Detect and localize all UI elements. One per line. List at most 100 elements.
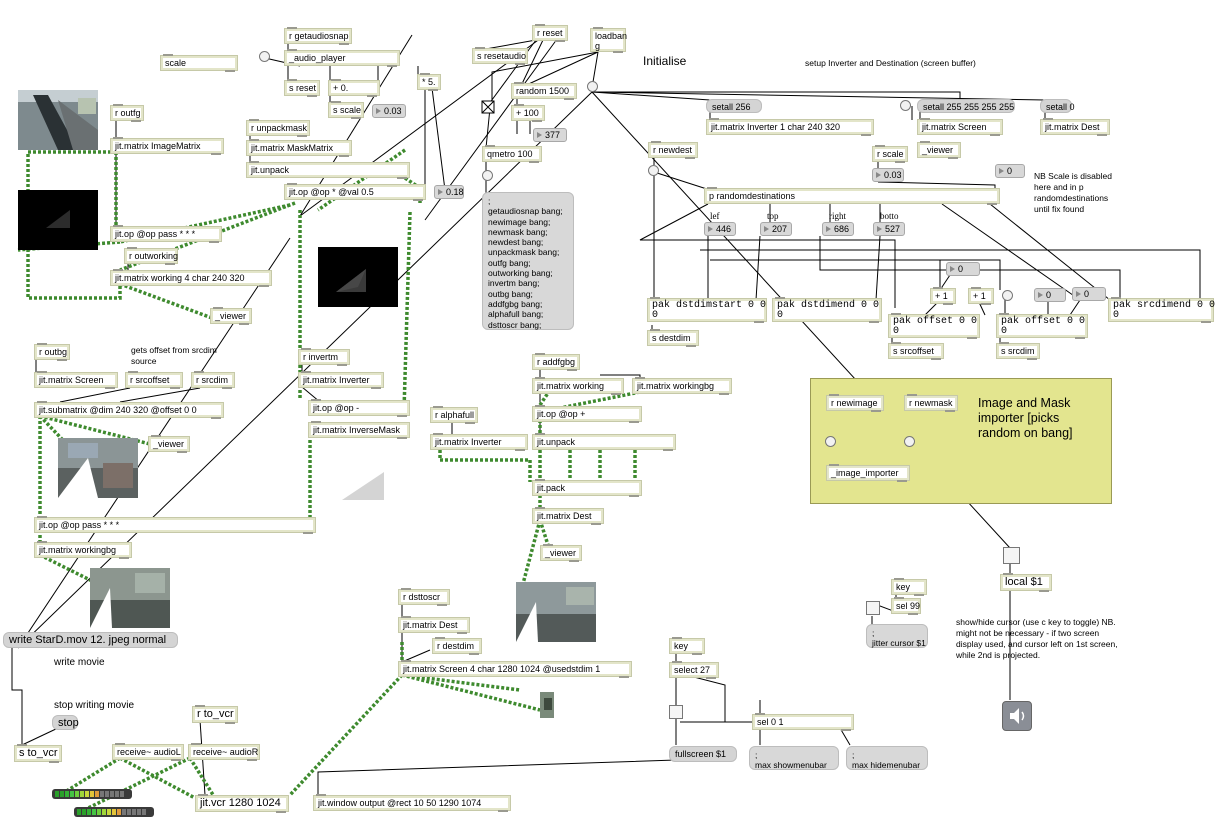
jit-matrix-screen-init[interactable]: jit.matrix Screen bbox=[917, 118, 1003, 136]
jit-matrix-dest-init[interactable]: jit.matrix Dest bbox=[1040, 118, 1110, 136]
metro-interval-number[interactable]: 377 bbox=[533, 128, 567, 142]
p-randomdestinations[interactable]: p randomdestinations bbox=[704, 187, 1000, 205]
jit-unpack-add[interactable]: jit.unpack bbox=[532, 433, 676, 451]
key-object-fullscreen[interactable]: key bbox=[669, 637, 705, 655]
init-bang-list-message[interactable]: ; getaudiosnap bang; newimage bang; newm… bbox=[482, 192, 574, 330]
jit-matrix-imagematrix[interactable]: jit.matrix ImageMatrix bbox=[110, 137, 224, 155]
r-alphafull-object[interactable]: r alphafull bbox=[430, 406, 478, 424]
jit-op-add[interactable]: jit.op @op + bbox=[532, 405, 642, 423]
fullscreen-message[interactable]: fullscreen $1 bbox=[669, 746, 737, 762]
r-srcdim-object[interactable]: r srcdim bbox=[191, 371, 235, 389]
audio-scale-number[interactable]: 0.03 bbox=[372, 104, 406, 118]
local-object[interactable]: local $1 bbox=[1000, 573, 1052, 592]
jit-matrix-workingbg-left[interactable]: jit.matrix workingbg bbox=[34, 541, 132, 559]
random-object[interactable]: random 1500 bbox=[511, 82, 577, 100]
audio-player-object[interactable]: _audio_player bbox=[284, 49, 400, 67]
screen-init-bang[interactable] bbox=[900, 100, 911, 111]
jit-matrix-screen-output[interactable]: jit.matrix Screen 4 char 1280 1024 @used… bbox=[398, 660, 632, 678]
bottom-number[interactable]: 527 bbox=[873, 222, 905, 236]
r-destdim-object[interactable]: r destdim bbox=[432, 637, 482, 655]
jit-matrix-working-add[interactable]: jit.matrix working bbox=[532, 377, 624, 395]
r-newmask-object[interactable]: r newmask bbox=[904, 394, 958, 412]
r-srcoffset-object[interactable]: r srcoffset bbox=[125, 371, 183, 389]
r-to-vcr-object[interactable]: r to_vcr bbox=[192, 705, 238, 724]
top-number[interactable]: 207 bbox=[760, 222, 792, 236]
disabled-scale-number[interactable]: 0 bbox=[995, 164, 1025, 178]
mask-val-number[interactable]: 0.18 bbox=[434, 185, 464, 199]
viewer-dest[interactable]: _viewer bbox=[540, 544, 582, 562]
cursor-toggle[interactable] bbox=[866, 601, 880, 615]
r-newdest-object[interactable]: r newdest bbox=[648, 141, 698, 159]
r-outfg-object[interactable]: r outfg bbox=[110, 104, 144, 122]
right-number[interactable]: 686 bbox=[822, 222, 854, 236]
jit-op-pass-foreground[interactable]: jit.op @op pass * * * bbox=[110, 225, 222, 243]
s-destdim-object[interactable]: s destdim bbox=[647, 329, 699, 347]
r-getaudiosnap-object[interactable]: r getaudiosnap bbox=[284, 27, 352, 45]
r-invertm-object[interactable]: r invertm bbox=[298, 348, 350, 366]
plus-one-a[interactable]: + 1 bbox=[930, 287, 956, 305]
plus-one-b[interactable]: + 1 bbox=[968, 287, 994, 305]
newmask-bang[interactable] bbox=[904, 436, 915, 447]
r-outbg-object[interactable]: r outbg bbox=[34, 343, 70, 361]
jit-matrix-workingbg-add[interactable]: jit.matrix workingbg bbox=[632, 377, 732, 395]
jitter-cursor-message[interactable]: ; jitter cursor $1 bbox=[866, 624, 928, 648]
newdest-bang[interactable] bbox=[648, 165, 659, 176]
qmetro-object[interactable]: qmetro 100 bbox=[482, 145, 542, 163]
receive-audio-left[interactable]: receive~ audioL bbox=[112, 743, 184, 761]
sel-99-object[interactable]: sel 99 bbox=[891, 597, 921, 615]
srcoffset-y-number[interactable]: 0 bbox=[1072, 287, 1106, 301]
newimage-bang[interactable] bbox=[825, 436, 836, 447]
receive-audio-right[interactable]: receive~ audioR bbox=[188, 743, 260, 761]
local-toggle[interactable] bbox=[1003, 547, 1020, 564]
fullscreen-toggle[interactable] bbox=[669, 705, 683, 719]
setall-255-message[interactable]: setall 255 255 255 255 bbox=[917, 99, 1015, 113]
s-scale-object[interactable]: s scale bbox=[328, 101, 364, 119]
jit-matrix-dest-screen[interactable]: jit.matrix Dest bbox=[398, 616, 470, 634]
sel-0-1-object[interactable]: sel 0 1 bbox=[752, 713, 854, 731]
jit-matrix-working[interactable]: jit.matrix working 4 char 240 320 bbox=[110, 269, 272, 287]
jit-vcr-object[interactable]: jit.vcr 1280 1024 bbox=[195, 794, 289, 813]
left-number[interactable]: 446 bbox=[704, 222, 736, 236]
speaker-icon[interactable] bbox=[1002, 701, 1032, 731]
hidemenubar-message[interactable]: ; max hidemenubar bbox=[846, 746, 928, 770]
r-outworking-object[interactable]: r outworking bbox=[124, 247, 178, 265]
jit-window-object[interactable]: jit.window output @rect 10 50 1290 1074 bbox=[313, 794, 511, 812]
image-importer-object[interactable]: _image_importer bbox=[826, 464, 910, 482]
offset-zero-number[interactable]: 0 bbox=[946, 262, 980, 276]
loadbang-object[interactable]: loadban g bbox=[590, 27, 627, 53]
metro-bang[interactable] bbox=[482, 170, 493, 181]
key-object-cursor[interactable]: key bbox=[891, 578, 927, 596]
select-27-object[interactable]: select 27 bbox=[669, 661, 719, 679]
jit-unpack-mask[interactable]: jit.unpack bbox=[246, 161, 410, 179]
jit-matrix-screen-bg[interactable]: jit.matrix Screen bbox=[34, 371, 118, 389]
write-movie-message[interactable]: write StarD.mov 12. jpeg normal bbox=[3, 632, 178, 648]
jit-op-subtract[interactable]: jit.op @op - bbox=[308, 399, 410, 417]
scale-number[interactable]: 0.03 bbox=[872, 168, 904, 182]
reset-bang[interactable] bbox=[259, 51, 270, 62]
s-srcoffset-object[interactable]: s srcoffset bbox=[888, 342, 944, 360]
loadbang-bang[interactable] bbox=[587, 81, 598, 92]
r-scale-object[interactable]: r scale bbox=[872, 145, 908, 163]
jit-op-multiply-val[interactable]: jit.op @op * @val 0.5 bbox=[284, 183, 426, 201]
showmenubar-message[interactable]: ; max showmenubar bbox=[749, 746, 839, 770]
multiply-five-object[interactable]: * 5. bbox=[417, 73, 441, 91]
jit-matrix-inverter-left[interactable]: jit.matrix Inverter bbox=[298, 371, 384, 389]
jit-matrix-dest-add[interactable]: jit.matrix Dest bbox=[532, 507, 604, 525]
scale-object[interactable]: scale bbox=[160, 54, 238, 72]
s-reset-object[interactable]: s reset bbox=[284, 79, 320, 97]
s-resetaudio-object[interactable]: s resetaudio bbox=[472, 47, 528, 65]
srcoffset-x-number[interactable]: 0 bbox=[1034, 288, 1066, 302]
jit-matrix-inverter-alpha[interactable]: jit.matrix Inverter bbox=[430, 433, 528, 451]
setall-256-message[interactable]: setall 256 bbox=[706, 99, 762, 113]
r-dsttoscr-object[interactable]: r dsttoscr bbox=[398, 588, 450, 606]
stop-message[interactable]: stop bbox=[52, 715, 79, 730]
plus-zero-object[interactable]: + 0. bbox=[328, 79, 380, 97]
viewer-submatrix[interactable]: _viewer bbox=[148, 435, 190, 453]
jit-matrix-maskmatrix[interactable]: jit.matrix MaskMatrix bbox=[246, 139, 352, 157]
jit-matrix-inversemask[interactable]: jit.matrix InverseMask bbox=[308, 421, 410, 439]
plus-hundred-object[interactable]: + 100 bbox=[511, 104, 545, 122]
r-unpackmask-object[interactable]: r unpackmask bbox=[246, 119, 310, 137]
